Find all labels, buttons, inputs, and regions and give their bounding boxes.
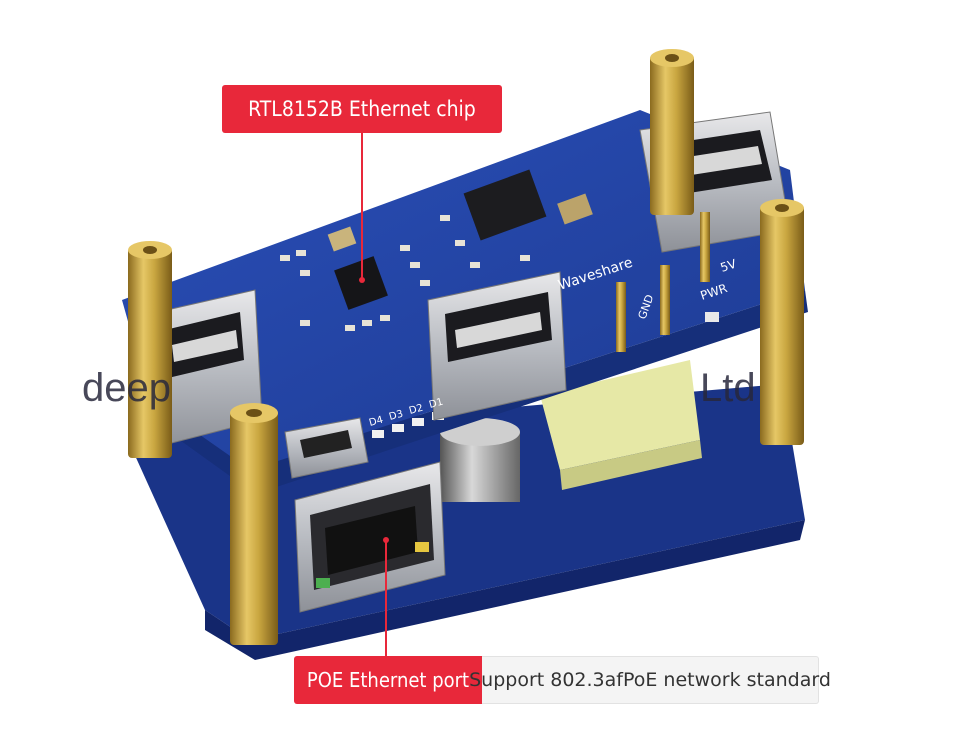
callout-leaders bbox=[359, 133, 389, 656]
port-callout: POE Ethernet port bbox=[294, 656, 482, 704]
pogo-pins bbox=[616, 212, 710, 352]
watermark-right: Ltd bbox=[700, 366, 756, 410]
brass-standoffs bbox=[128, 49, 804, 645]
led-label-d1: D1 bbox=[428, 397, 444, 411]
led-label-d2: D2 bbox=[408, 403, 424, 417]
micro-usb-port bbox=[284, 417, 369, 479]
transformer bbox=[540, 360, 702, 490]
chip-callout: RTL8152B Ethernet chip bbox=[222, 85, 502, 133]
watermark-left: deep bbox=[82, 366, 171, 410]
5v-label: 5V bbox=[719, 256, 739, 274]
usb-port-center bbox=[427, 271, 567, 421]
led-label-d3: D3 bbox=[388, 409, 404, 423]
port-description: Support 802.3afPoE network standard bbox=[469, 656, 831, 704]
capacitor bbox=[440, 418, 520, 502]
led-label-d4: D4 bbox=[368, 415, 384, 429]
upper-board bbox=[122, 110, 808, 494]
rj45-port bbox=[294, 461, 446, 613]
